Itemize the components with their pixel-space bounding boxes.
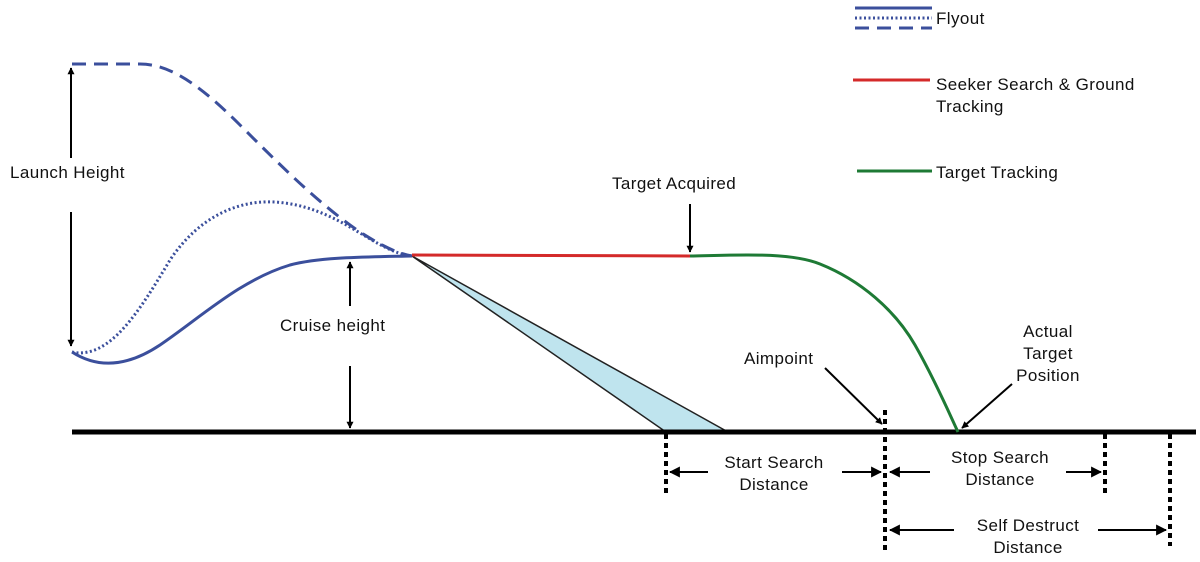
flyout-dashed-trajectory (72, 62, 413, 258)
self-destruct-distance-label: Self Destruct Distance (976, 516, 1080, 557)
target-acquired-label: Target Acquired (612, 174, 737, 193)
legend-flyout-label: Flyout (936, 9, 985, 28)
target-tracking-segment (689, 253, 960, 433)
flyout-solid-trajectory (71, 254, 413, 365)
legend-tracking-label: Target Tracking (936, 163, 1059, 182)
aimpoint-label: Aimpoint (744, 349, 814, 368)
cruise-height-label: Cruise height (280, 316, 386, 335)
start-search-distance-label: Start Search Distance (724, 453, 824, 494)
actual-target-position-label: Actual Target Position (1016, 322, 1080, 385)
legend-seeker-label: Seeker Search & Ground Tracking (936, 75, 1135, 116)
actual-target-arrow-icon (961, 383, 1013, 429)
launch-height-label: Launch Height (10, 163, 125, 182)
aimpoint-arrow-icon (824, 367, 883, 425)
stop-search-distance-label: Stop Search Distance (951, 448, 1049, 489)
seeker-search-segment (411, 253, 691, 258)
search-cone (411, 255, 731, 433)
legend-flyout-swatch (855, 6, 932, 30)
